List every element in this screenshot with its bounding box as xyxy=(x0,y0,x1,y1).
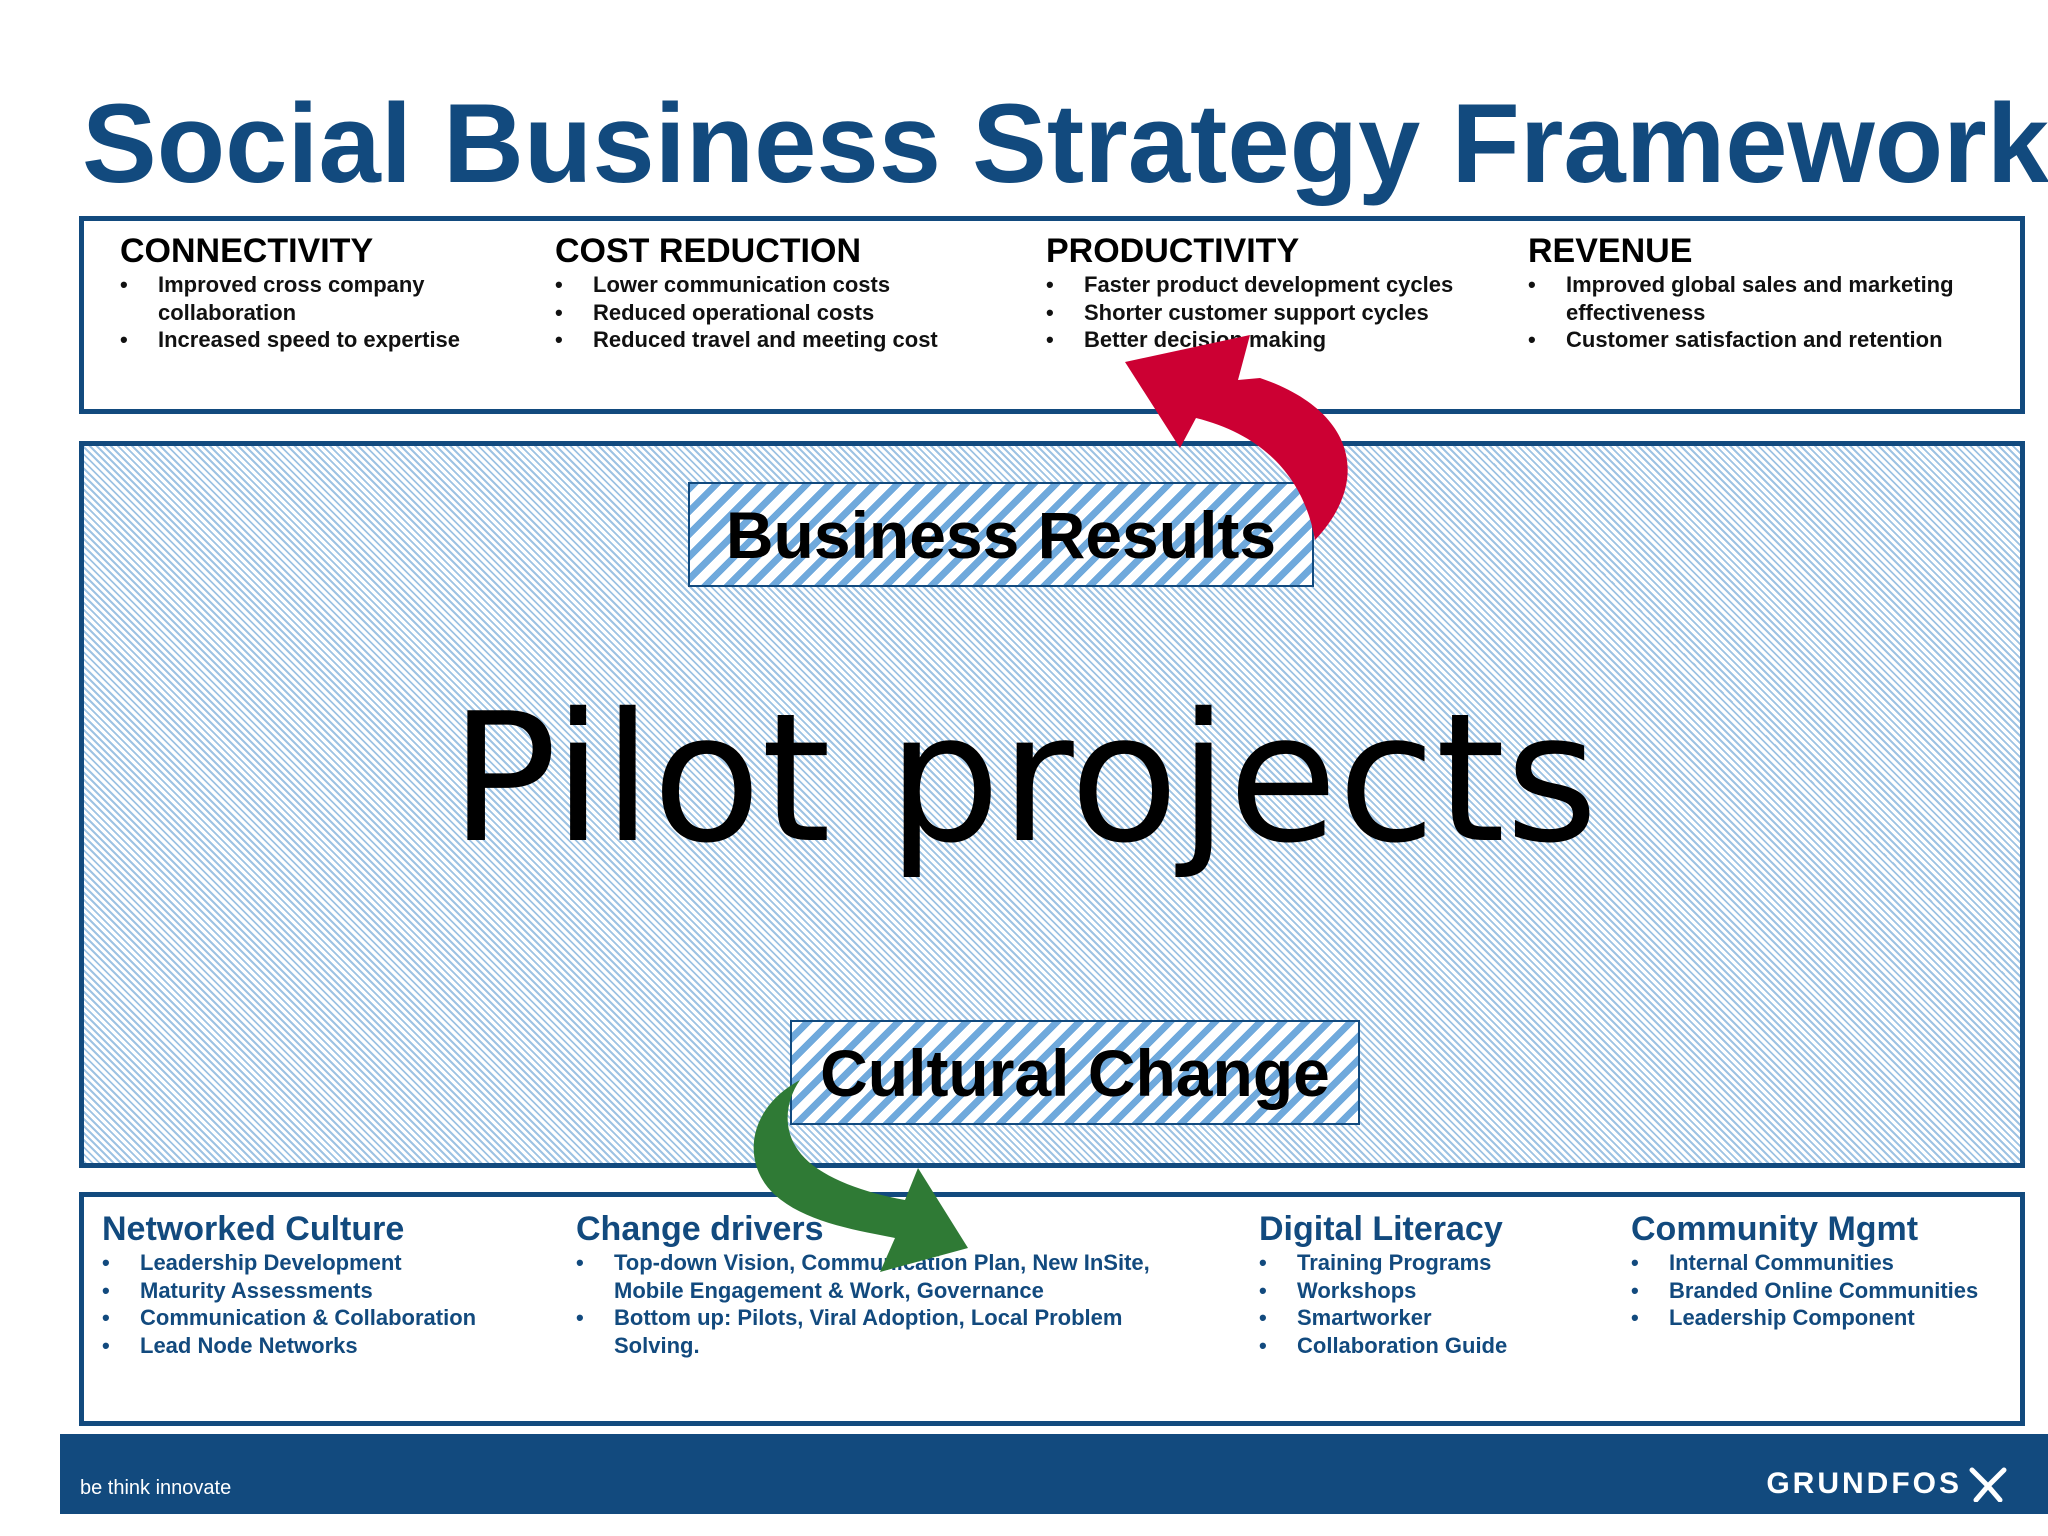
list-item: Branded Online Communities xyxy=(1631,1277,2011,1305)
column-heading: Change drivers xyxy=(576,1210,824,1248)
column-heading: Community Mgmt xyxy=(1631,1210,1919,1248)
list-item: Collaboration Guide xyxy=(1259,1332,1589,1360)
pilot-projects-text: Pilot projects xyxy=(449,675,1599,882)
column-heading: Digital Literacy xyxy=(1259,1210,1503,1248)
footer-tagline: be think innovate xyxy=(80,1477,232,1499)
list-item: Reduced operational costs xyxy=(555,299,995,327)
cultural-change-label: Cultural Change xyxy=(790,1020,1360,1125)
grundfos-logo-icon xyxy=(1969,1467,2007,1502)
green-arrow-shape xyxy=(753,1080,968,1272)
list-item: Faster product development cycles xyxy=(1046,271,1506,299)
list-item: Shorter customer support cycles xyxy=(1046,299,1506,327)
list-item: Reduced travel and meeting cost xyxy=(555,326,995,354)
list-item: Increased speed to expertise xyxy=(120,326,520,354)
list-item: Internal Communities xyxy=(1631,1249,2011,1277)
list-item: Workshops xyxy=(1259,1277,1589,1305)
results-column-connectivity: CONNECTIVITY Improved cross company coll… xyxy=(120,231,520,354)
list-item: Lower communication costs xyxy=(555,271,995,299)
red-arrow-shape xyxy=(1125,335,1348,540)
list-item: Smartworker xyxy=(1259,1304,1589,1332)
list-item: Leadership Development xyxy=(102,1249,542,1277)
brand-name: GRUNDFOS xyxy=(1766,1467,1962,1500)
business-results-label: Business Results xyxy=(688,482,1314,587)
brand-logo: GRUNDFOS xyxy=(1766,1466,2008,1502)
page-title: Social Business Strategy Framework xyxy=(82,81,2048,206)
results-column-cost-reduction: COST REDUCTION Lower communication costs… xyxy=(555,231,995,354)
column-heading: CONNECTIVITY xyxy=(120,232,374,270)
column-heading: REVENUE xyxy=(1528,232,1693,270)
list-item: Improved cross company collaboration xyxy=(120,271,520,326)
column-heading: COST REDUCTION xyxy=(555,232,861,270)
list-item: Bottom up: Pilots, Viral Adoption, Local… xyxy=(576,1304,1176,1359)
list-item: Leadership Component xyxy=(1631,1304,2011,1332)
column-heading: PRODUCTIVITY xyxy=(1046,232,1300,270)
list-item: Lead Node Networks xyxy=(102,1332,542,1360)
footer-bar: be think innovate GRUNDFOS xyxy=(60,1434,2048,1514)
cultural-change-panel: Networked Culture Leadership Development… xyxy=(79,1192,2025,1426)
list-item: Communication & Collaboration xyxy=(102,1304,542,1332)
column-heading: Networked Culture xyxy=(102,1210,405,1248)
culture-column-digital-literacy: Digital Literacy Training Programs Works… xyxy=(1259,1209,1589,1359)
business-results-panel: CONNECTIVITY Improved cross company coll… xyxy=(79,216,2025,414)
list-item: Improved global sales and marketing effe… xyxy=(1528,271,1998,326)
list-item: Maturity Assessments xyxy=(102,1277,542,1305)
list-item: Customer satisfaction and retention xyxy=(1528,326,1998,354)
culture-column-networked: Networked Culture Leadership Development… xyxy=(102,1209,542,1359)
results-column-revenue: REVENUE Improved global sales and market… xyxy=(1528,231,1998,354)
list-item: Training Programs xyxy=(1259,1249,1589,1277)
culture-column-community-mgmt: Community Mgmt Internal Communities Bran… xyxy=(1631,1209,2011,1332)
